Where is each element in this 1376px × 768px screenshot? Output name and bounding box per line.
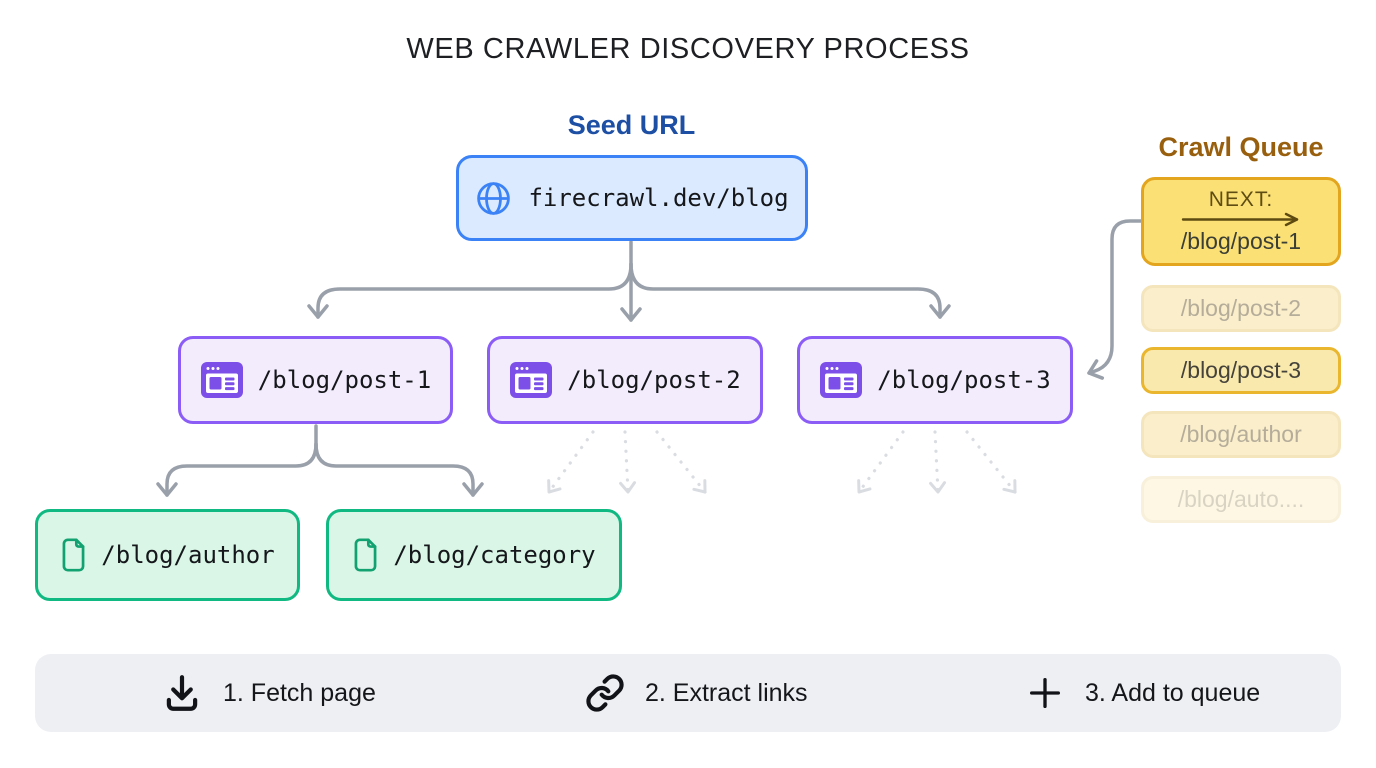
post2-dotted-arrow-left	[547, 430, 595, 494]
legend-add-to-queue: 3. Add to queue	[1025, 654, 1260, 732]
post2-dotted-arrow-right	[655, 430, 707, 494]
seed-url-node: firecrawl.dev/blog	[456, 155, 808, 241]
post-1-node: /blog/post-1	[178, 336, 453, 424]
post-3-label: /blog/post-3	[877, 366, 1051, 394]
post-2-label: /blog/post-2	[567, 366, 741, 394]
link-icon	[586, 674, 624, 712]
page-title: WEB CRAWLER DISCOVERY PROCESS	[406, 33, 970, 65]
seed-to-post1-arrow	[307, 262, 633, 319]
plus-icon	[1030, 678, 1060, 708]
post3-dotted-arrow-mid	[929, 430, 947, 494]
queue-next-label: NEXT:	[1208, 188, 1274, 211]
legend-add-to-queue-label: 3. Add to queue	[1085, 678, 1261, 707]
queue-next-item: NEXT: /blog/post-1	[1141, 177, 1341, 266]
browser-icon	[510, 362, 553, 398]
legend-fetch-page: 1. Fetch page	[161, 654, 376, 732]
seed-url-text: firecrawl.dev/blog	[528, 184, 789, 212]
queue-next-url: /blog/post-1	[1180, 228, 1302, 254]
crawl-queue-title: Crawl Queue	[1158, 132, 1324, 162]
post1-to-category-arrow	[314, 442, 484, 497]
author-label: /blog/author	[101, 541, 275, 569]
legend-fetch-page-label: 1. Fetch page	[223, 678, 376, 707]
category-node: /blog/category	[326, 509, 622, 601]
queue-item-post-2: /blog/post-2	[1141, 285, 1341, 332]
seed-to-post3-arrow	[629, 262, 951, 319]
document-icon	[62, 538, 85, 572]
browser-icon	[200, 362, 243, 398]
post-3-node: /blog/post-3	[797, 336, 1073, 424]
legend-extract-links-label: 2. Extract links	[645, 678, 808, 707]
category-label: /blog/category	[393, 541, 596, 569]
post-1-label: /blog/post-1	[257, 366, 432, 394]
queue-item-auto: /blog/auto....	[1141, 476, 1341, 523]
queue-to-post3-arrow	[1087, 219, 1143, 380]
post3-dotted-arrow-left	[857, 430, 905, 494]
queue-item-post-3: /blog/post-3	[1141, 347, 1341, 394]
download-icon	[166, 675, 198, 711]
process-legend-bar: 1. Fetch page 2. Extract links 3. Add to…	[35, 654, 1341, 732]
seed-url-label: Seed URL	[567, 110, 696, 140]
legend-extract-links: 2. Extract links	[585, 654, 808, 732]
right-arrow-icon	[1181, 212, 1299, 227]
queue-item-author: /blog/author	[1141, 411, 1341, 458]
post-2-node: /blog/post-2	[487, 336, 763, 424]
document-icon	[354, 538, 377, 572]
post2-dotted-arrow-mid	[619, 430, 637, 494]
globe-icon	[477, 181, 511, 215]
browser-icon	[820, 362, 863, 398]
post3-dotted-arrow-right	[965, 430, 1017, 494]
author-node: /blog/author	[35, 509, 300, 601]
post1-to-author-arrow	[156, 442, 318, 497]
